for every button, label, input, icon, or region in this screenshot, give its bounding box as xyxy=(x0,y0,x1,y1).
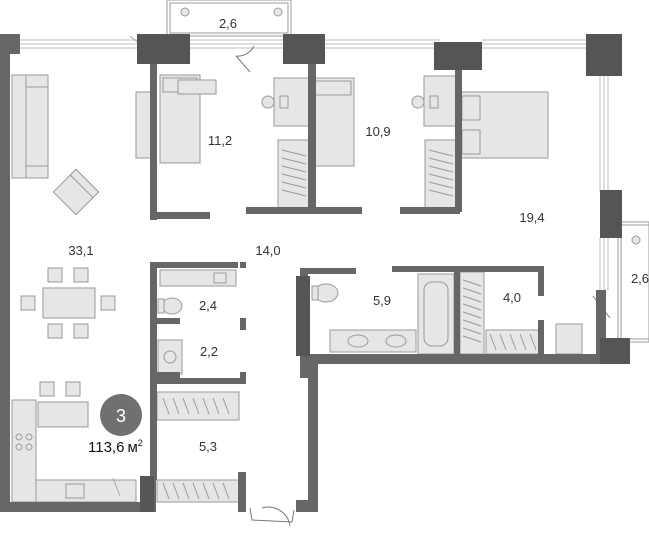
desk-2-icon xyxy=(261,77,311,127)
kitchen-counter-icon xyxy=(11,399,137,503)
windows-layer xyxy=(20,39,609,290)
total-area-unit: м xyxy=(127,439,137,456)
entrance-door xyxy=(249,506,295,527)
area-entry: 5,3 xyxy=(199,439,217,454)
total-area-value: 113,6 xyxy=(88,439,124,456)
area-bedroom-2: 10,9 xyxy=(365,124,390,139)
area-bath-1: 2,4 xyxy=(199,298,217,313)
entry-wardrobe-1-icon xyxy=(156,391,240,421)
wardrobe-room-icon xyxy=(459,271,541,355)
area-balcony-top: 2,6 xyxy=(219,16,237,31)
bath-2-fixtures-icon xyxy=(311,273,455,355)
area-bedroom-1: 11,2 xyxy=(208,133,232,148)
dining-table-icon xyxy=(20,267,116,339)
bed-single-2-icon xyxy=(311,77,355,167)
desk-1-icon xyxy=(135,79,217,159)
washing-machine-icon xyxy=(157,339,183,375)
kitchen-island-icon xyxy=(37,381,89,428)
balcony-top xyxy=(166,0,292,73)
area-living: 33,1 xyxy=(68,243,93,258)
area-wardrobe: 4,0 xyxy=(503,290,521,305)
bed-double-icon xyxy=(459,91,549,159)
area-labels: 2,6 11,2 10,9 19,4 33,1 14,0 2,4 2,2 5,9… xyxy=(68,16,649,454)
area-hall: 14,0 xyxy=(255,243,280,258)
armchair-icon xyxy=(52,168,100,216)
area-laundry: 2,2 xyxy=(200,344,218,359)
desk-3-icon xyxy=(411,75,459,127)
area-bath-2: 5,9 xyxy=(373,293,391,308)
rooms-count: 3 xyxy=(116,406,126,426)
wardrobe-3-icon xyxy=(424,139,458,209)
rooms-badge-circle xyxy=(100,394,142,436)
entry-wardrobe-2-icon xyxy=(156,479,240,503)
bath-1-fixtures-icon xyxy=(157,269,237,315)
walls-layer xyxy=(0,34,606,512)
cabinet-icon xyxy=(555,323,583,355)
columns-layer xyxy=(137,34,630,512)
sofa-icon xyxy=(11,74,49,179)
furniture-layer xyxy=(11,74,583,503)
rooms-badge: 3 xyxy=(100,394,142,436)
wardrobe-2-icon xyxy=(277,139,311,209)
area-bedroom-master: 19,4 xyxy=(519,210,544,225)
area-balcony-right: 2,6 xyxy=(631,271,649,286)
total-area-unit-sup: 2 xyxy=(138,438,143,448)
